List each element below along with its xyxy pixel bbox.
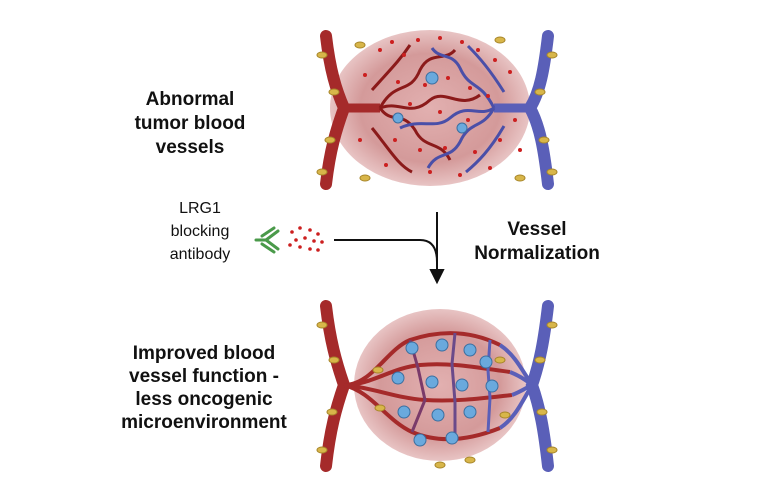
label-line: Improved blood	[132, 343, 276, 364]
label-line: antibody	[169, 246, 231, 263]
label-line: vessels	[155, 137, 225, 158]
label-line: microenvironment	[121, 412, 287, 433]
vein-top	[523, 30, 554, 190]
normalized-vessels-illustration	[316, 300, 558, 472]
antibody-label: LRG1 blocking antibody	[150, 197, 250, 266]
artery-bottom	[320, 300, 351, 472]
label-line: blocking	[170, 223, 230, 240]
label-line: LRG1	[179, 200, 221, 217]
label-line: vessel function -	[129, 366, 279, 387]
label-line: Vessel	[507, 219, 567, 240]
inhibition-arrow-icon	[334, 212, 445, 285]
label-line: Abnormal	[145, 89, 235, 110]
lrg1-molecule-icon	[288, 226, 324, 252]
normalized-vessel-network	[343, 331, 534, 442]
antibody-icon	[254, 226, 280, 254]
label-line: Normalization	[474, 243, 600, 264]
improved-function-label: Improved blood vessel function - less on…	[104, 342, 304, 434]
pericytes-top	[316, 36, 558, 182]
abnormal-vessels-label: Abnormal tumor blood vessels	[120, 88, 260, 160]
vein-bottom	[525, 300, 554, 472]
abnormal-vessels-illustration	[316, 30, 558, 190]
leaked-blood-cells	[358, 36, 522, 177]
tortuous-vessels	[370, 44, 506, 174]
label-line: less oncogenic	[135, 389, 273, 410]
tumor-cells-top	[392, 71, 468, 134]
pericytes-bottom	[316, 321, 558, 469]
normalization-label: Vessel Normalization	[452, 218, 622, 266]
label-line: tumor blood	[134, 113, 246, 134]
tumor-mass-top	[330, 30, 530, 186]
tumor-cells-bottom	[391, 338, 499, 447]
